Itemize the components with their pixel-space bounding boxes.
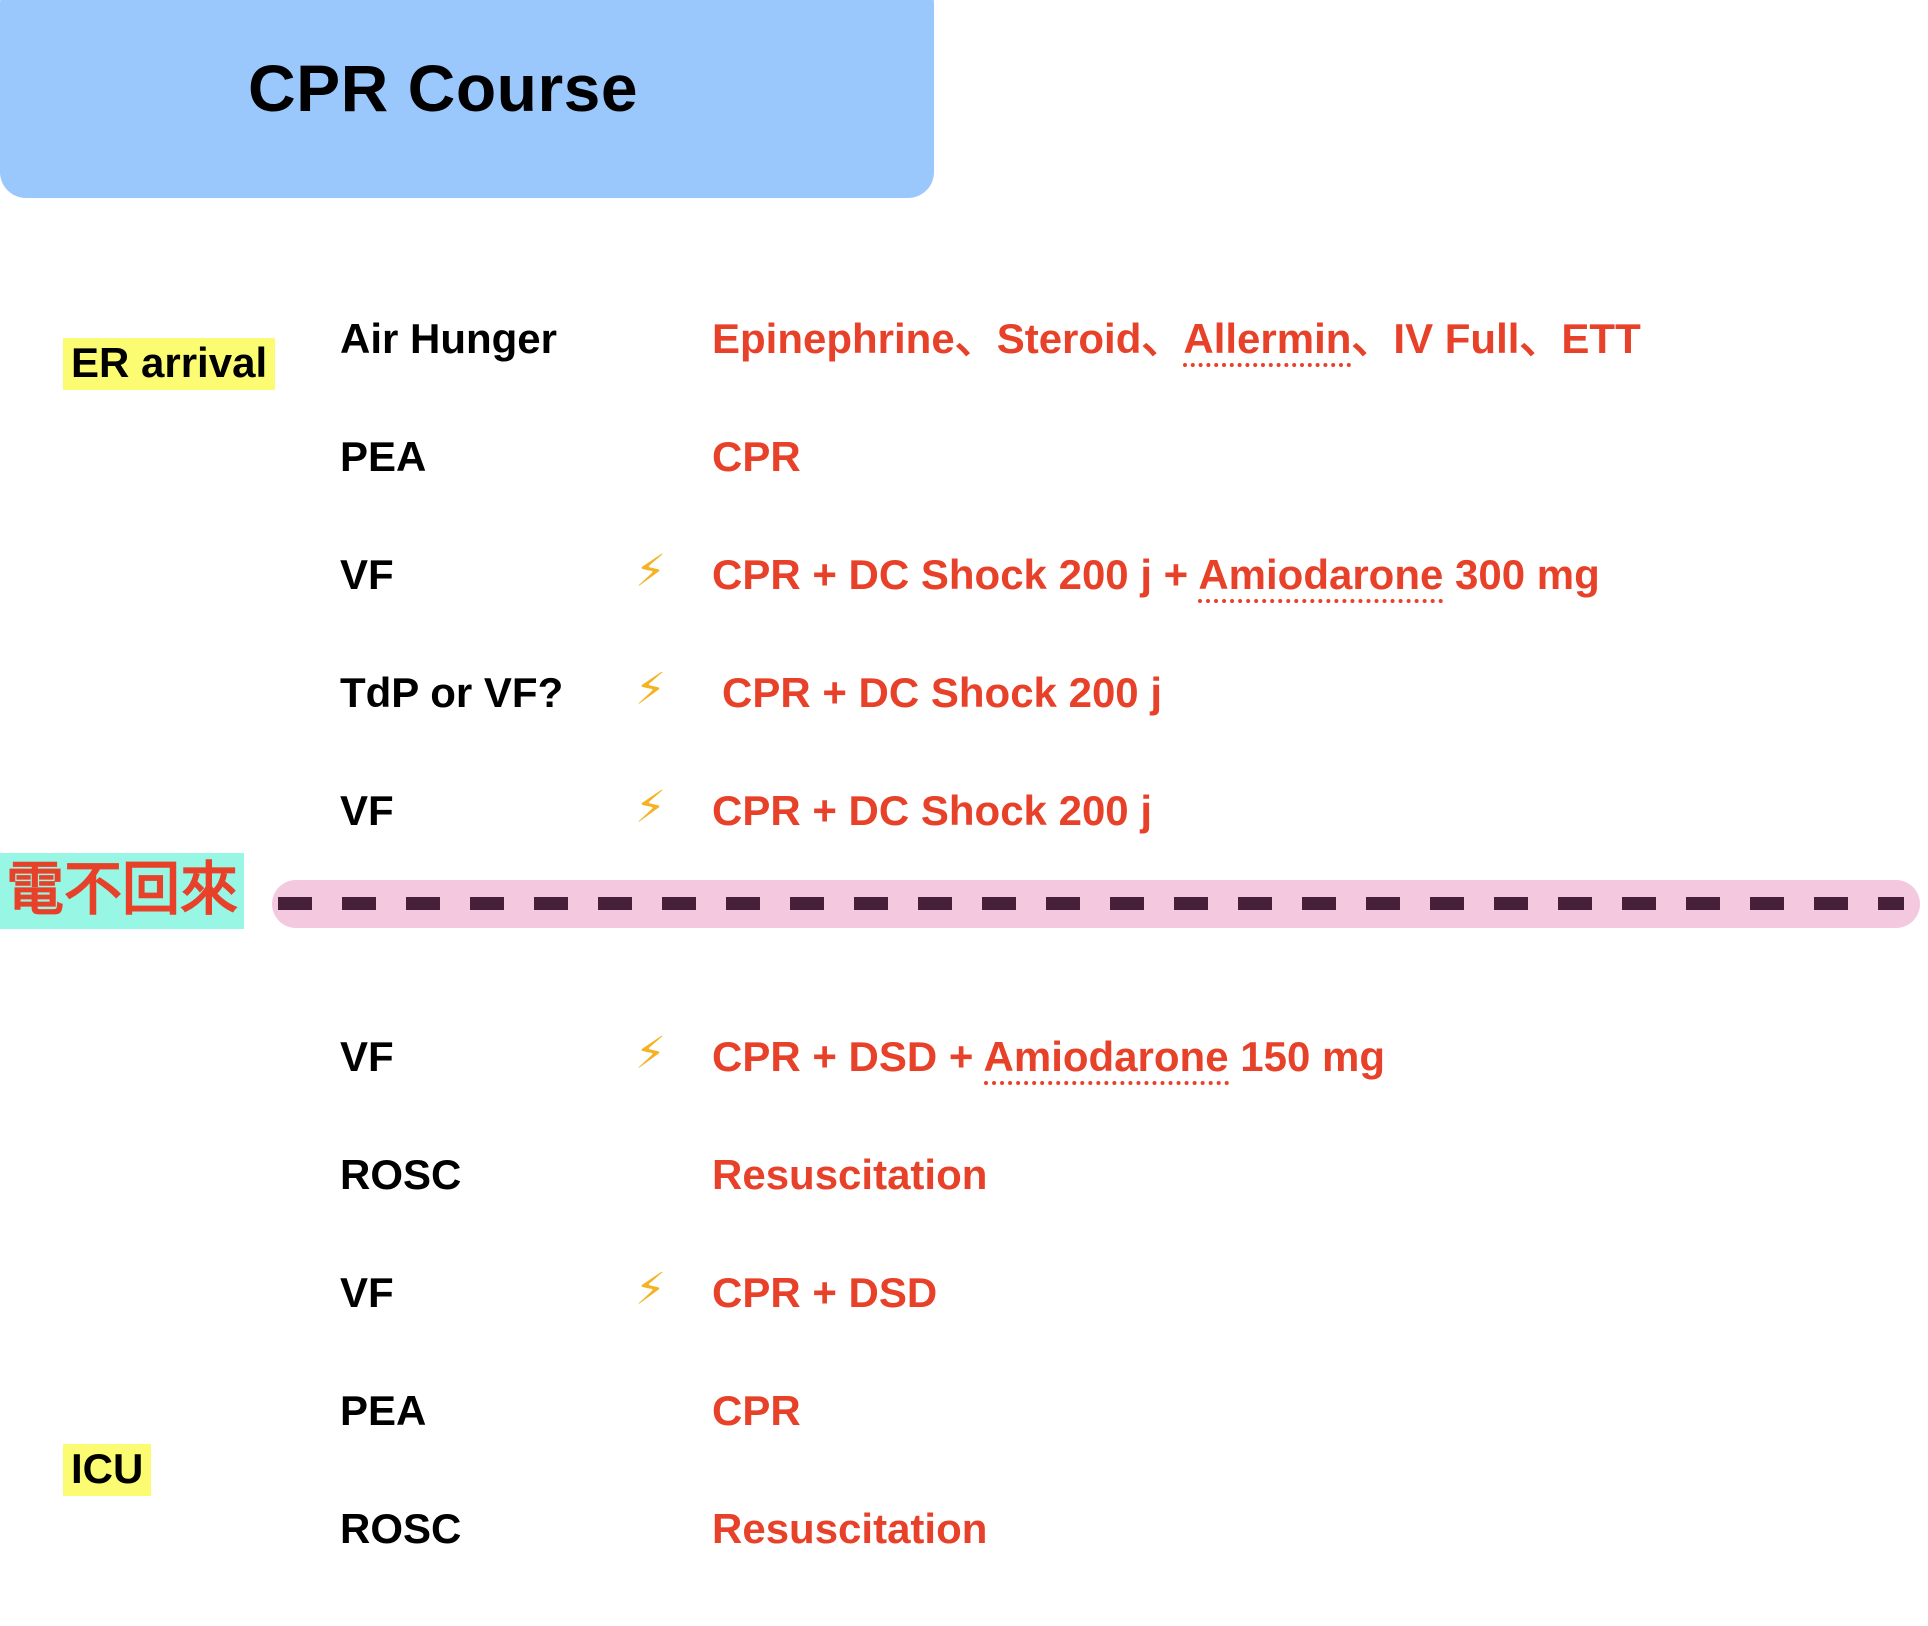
rhythm-label: PEA <box>340 433 427 480</box>
treatment-term: CPR + DC Shock 200 j <box>712 787 1152 834</box>
lightning-bolt-icon: ⚡ <box>635 786 695 830</box>
treatment-term-flagged: Amiodarone <box>1198 551 1444 603</box>
lightning-bolt-glyph: ⚡ <box>635 547 666 596</box>
rhythm-label: VF <box>340 787 394 834</box>
treatment-term: 300 mg <box>1443 551 1600 598</box>
course-row: ROSC Resuscitation <box>0 1508 1928 1626</box>
course-row: PEA CPR <box>0 1390 1928 1508</box>
divider-note-label: 電不回來 <box>0 853 245 929</box>
treatment-term: Epinephrine、Steroid、 <box>712 315 1184 362</box>
treatment-term: 、IV Full、ETT <box>1351 315 1641 362</box>
course-row: VF ⚡ CPR + DSD + Amiodarone 150 mg <box>0 1032 1928 1154</box>
treatment-text: CPR <box>712 436 801 478</box>
cpr-course-timeline: Air Hunger Epinephrine、Steroid、Allermin、I… <box>0 315 1928 1626</box>
rhythm-label: VF <box>340 1033 394 1080</box>
lightning-bolt-glyph: ⚡ <box>635 1029 666 1078</box>
course-row: PEA CPR <box>0 436 1928 554</box>
lightning-bolt-glyph: ⚡ <box>635 783 666 832</box>
treatment-term: Resuscitation <box>712 1151 988 1198</box>
treatment-text: Epinephrine、Steroid、Allermin、IV Full、ETT <box>712 315 1641 367</box>
rhythm-label: Air Hunger <box>340 315 558 362</box>
course-row: TdP or VF? ⚡ CPR + DC Shock 200 j <box>0 668 1928 790</box>
lightning-bolt-icon: ⚡ <box>635 1268 695 1312</box>
treatment-text: Resuscitation <box>712 1508 987 1550</box>
lightning-bolt-glyph: ⚡ <box>635 1265 666 1314</box>
treatment-text: CPR <box>712 1390 801 1432</box>
lightning-bolt-icon: ⚡ <box>635 550 695 594</box>
treatment-term: CPR + DSD + <box>712 1033 984 1080</box>
rhythm-label: VF <box>340 551 394 598</box>
rhythm-label: VF <box>340 1269 394 1316</box>
treatment-term: Resuscitation <box>712 1505 988 1552</box>
treatment-term: CPR + DC Shock 200 j + <box>712 551 1199 598</box>
lightning-bolt-glyph: ⚡ <box>635 665 666 714</box>
treatment-term: CPR + DC Shock 200 j <box>722 669 1162 716</box>
rhythm-label: ROSC <box>340 1151 462 1198</box>
course-row: VF ⚡ CPR + DSD <box>0 1268 1928 1390</box>
title-banner: CPR Course <box>0 0 934 198</box>
course-row: VF ⚡ CPR + DC Shock 200 j + Amiodarone 300… <box>0 550 1928 672</box>
rhythm-label: ROSC <box>340 1505 462 1552</box>
course-row: ROSC Resuscitation <box>0 1154 1928 1272</box>
rhythm-label: PEA <box>340 1387 427 1434</box>
treatment-text: CPR + DSD <box>712 1272 937 1314</box>
course-row: Air Hunger Epinephrine、Steroid、Allermin、I… <box>0 315 1928 436</box>
treatment-term-flagged: Allermin <box>1183 315 1352 367</box>
treatment-term: 150 mg <box>1228 1033 1385 1080</box>
rhythm-label: TdP or VF? <box>340 669 564 716</box>
treatment-term: CPR <box>712 433 801 480</box>
treatment-term: CPR + DSD <box>712 1269 938 1316</box>
treatment-text: CPR + DC Shock 200 j <box>712 790 1152 832</box>
no-shock-response-divider: 電不回來 <box>0 845 1928 975</box>
divider-dashed-line <box>278 897 1904 910</box>
treatment-term-flagged: Amiodarone <box>983 1033 1229 1085</box>
stage-marker-er-arrival: ER arrival <box>63 338 276 390</box>
treatment-text: CPR + DC Shock 200 j + Amiodarone 300 mg <box>712 551 1600 603</box>
treatment-text: CPR + DSD + Amiodarone 150 mg <box>712 1033 1385 1085</box>
treatment-text: CPR + DC Shock 200 j <box>722 672 1162 714</box>
lightning-bolt-icon: ⚡ <box>635 1032 695 1076</box>
lightning-bolt-icon: ⚡ <box>635 668 695 712</box>
treatment-text: Resuscitation <box>712 1154 987 1196</box>
course-row: VF ⚡ CPR + DC Shock 200 j <box>0 786 1928 908</box>
stage-marker-icu: ICU <box>63 1444 152 1496</box>
page-title: CPR Course <box>248 51 639 125</box>
treatment-term: CPR <box>712 1387 801 1434</box>
